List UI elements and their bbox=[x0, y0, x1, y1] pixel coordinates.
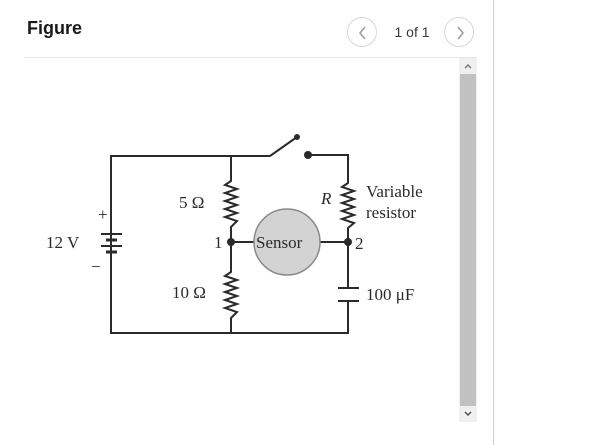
scroll-thumb[interactable] bbox=[460, 74, 476, 406]
capacitor-100uf bbox=[338, 287, 359, 302]
node-2-label: 2 bbox=[355, 234, 364, 253]
scroll-up-button[interactable] bbox=[459, 58, 477, 74]
battery-minus-sign: − bbox=[91, 257, 101, 276]
resistor-5-ohm-label: 5 Ω bbox=[179, 193, 204, 212]
wire-outer bbox=[110, 155, 349, 334]
chevron-down-icon bbox=[464, 411, 472, 417]
circuit-diagram: + − 12 V 5 Ω 10 Ω 1 Sensor 2 R Variable … bbox=[46, 134, 423, 334]
resistor-10-ohm-label: 10 Ω bbox=[172, 283, 206, 302]
switch-arm bbox=[110, 136, 298, 157]
panel-title: Figure bbox=[27, 18, 83, 38]
chevron-right-icon bbox=[457, 26, 465, 40]
resistor-5-ohm bbox=[221, 180, 241, 228]
variable-resistor-label-line2: resistor bbox=[366, 203, 416, 222]
switch-contact bbox=[304, 151, 312, 159]
battery-voltage-label: 12 V bbox=[46, 233, 80, 252]
node-1-dot bbox=[227, 238, 235, 246]
variable-resistor-symbol: R bbox=[320, 189, 332, 208]
sensor-label: Sensor bbox=[256, 233, 303, 252]
figure-viewport: + − 12 V 5 Ω 10 Ω 1 Sensor 2 R Variable … bbox=[25, 58, 457, 423]
vertical-scrollbar[interactable] bbox=[459, 58, 477, 422]
variable-resistor-label-line1: Variable bbox=[366, 182, 423, 201]
figure-panel: Figure 1 of 1 bbox=[25, 0, 494, 445]
pager-counter: 1 of 1 bbox=[394, 24, 430, 40]
prev-figure-button[interactable] bbox=[347, 17, 377, 47]
node-2-dot bbox=[344, 238, 352, 246]
capacitor-label: 100 μF bbox=[366, 285, 414, 304]
chevron-left-icon bbox=[358, 26, 366, 40]
header-divider bbox=[25, 57, 477, 58]
wire-top-right bbox=[307, 154, 349, 184]
scroll-down-button[interactable] bbox=[459, 406, 477, 422]
sensor-circle bbox=[253, 208, 321, 276]
battery-plus-sign: + bbox=[98, 205, 108, 224]
variable-resistor bbox=[338, 182, 358, 229]
next-figure-button[interactable] bbox=[444, 17, 474, 47]
switch-contact-top bbox=[294, 134, 300, 140]
node-1-label: 1 bbox=[214, 233, 223, 252]
chevron-up-icon bbox=[464, 63, 472, 69]
resistor-10-ohm bbox=[221, 271, 241, 319]
battery-12v bbox=[101, 233, 122, 254]
